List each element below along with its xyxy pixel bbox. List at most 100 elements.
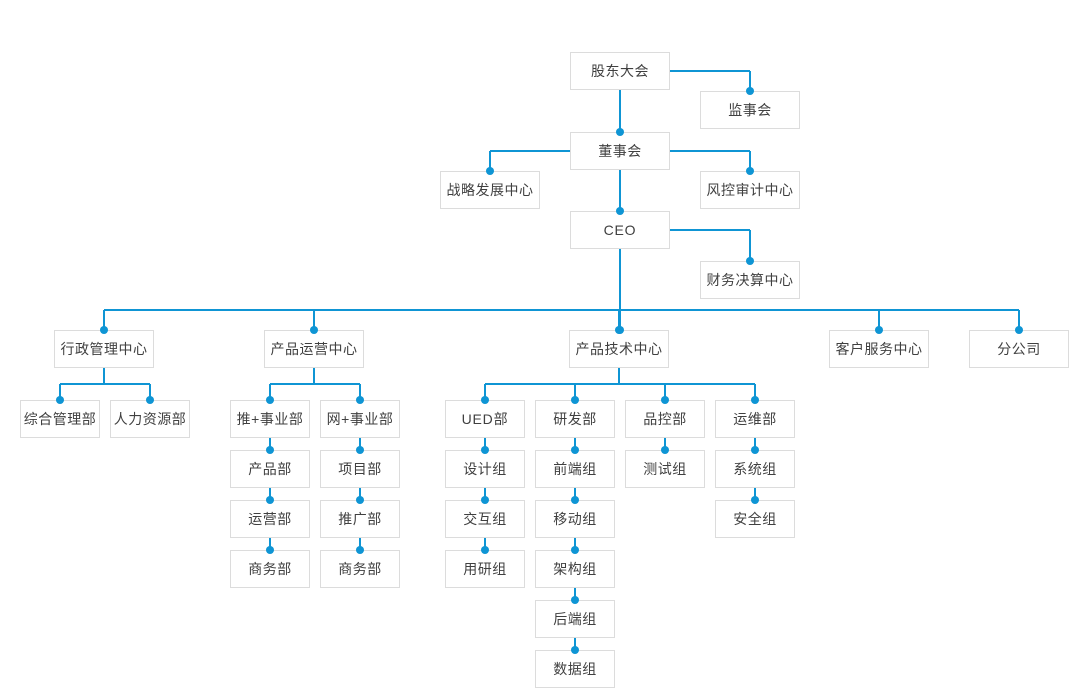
org-node-general[interactable]: 综合管理部 bbox=[20, 400, 100, 438]
org-node-project_dept[interactable]: 项目部 bbox=[320, 450, 400, 488]
org-node-label: 数据组 bbox=[553, 661, 597, 677]
ceo-to-finance-dot bbox=[746, 257, 754, 265]
org-node-board[interactable]: 董事会 bbox=[570, 132, 670, 170]
design-to-interact-dot bbox=[481, 496, 489, 504]
arch-to-backend-dot bbox=[571, 596, 579, 604]
org-node-label: 人力资源部 bbox=[113, 411, 187, 427]
ceo-division-bus-drop-2-dot bbox=[615, 326, 623, 334]
org-node-label: 产品部 bbox=[248, 461, 292, 477]
org-node-ceo[interactable]: CEO bbox=[570, 211, 670, 249]
org-node-label: 综合管理部 bbox=[23, 411, 97, 427]
org-node-frontend_grp[interactable]: 前端组 bbox=[535, 450, 615, 488]
prodtech-bus-drop-2-dot bbox=[661, 396, 669, 404]
backend-to-data-dot bbox=[571, 646, 579, 654]
org-node-backend_grp[interactable]: 后端组 bbox=[535, 600, 615, 638]
prodtech-bus-drop-0-dot bbox=[481, 396, 489, 404]
tuiplus-to-product-dot bbox=[266, 446, 274, 454]
org-node-label: CEO bbox=[603, 222, 637, 238]
org-node-label: 董事会 bbox=[598, 143, 642, 159]
org-node-label: 研发部 bbox=[553, 411, 597, 427]
board-to-ceo-dot bbox=[616, 207, 624, 215]
org-node-business_a[interactable]: 商务部 bbox=[230, 550, 310, 588]
ops-to-system-dot bbox=[751, 446, 759, 454]
org-node-label: 测试组 bbox=[643, 461, 687, 477]
org-node-qc[interactable]: 品控部 bbox=[625, 400, 705, 438]
prodtech-bus-drop-3-dot bbox=[751, 396, 759, 404]
shareholders-to-supervisors-dot bbox=[746, 87, 754, 95]
org-node-rnd[interactable]: 研发部 bbox=[535, 400, 615, 438]
org-node-admin[interactable]: 行政管理中心 bbox=[54, 330, 154, 368]
org-node-label: 监事会 bbox=[728, 102, 772, 118]
org-node-label: 架构组 bbox=[553, 561, 597, 577]
org-node-label: 行政管理中心 bbox=[60, 341, 148, 357]
org-node-tuiplus[interactable]: 推+事业部 bbox=[230, 400, 310, 438]
org-node-label: 项目部 bbox=[338, 461, 382, 477]
shareholders-to-board-dot bbox=[616, 128, 624, 136]
admin-bus-drop-0-dot bbox=[56, 396, 64, 404]
org-node-design_grp[interactable]: 设计组 bbox=[445, 450, 525, 488]
org-node-test_grp[interactable]: 测试组 bbox=[625, 450, 705, 488]
org-node-supervisors[interactable]: 监事会 bbox=[700, 91, 800, 129]
mobile-to-arch-dot bbox=[571, 546, 579, 554]
org-node-mobile_grp[interactable]: 移动组 bbox=[535, 500, 615, 538]
org-node-strategy[interactable]: 战略发展中心 bbox=[440, 171, 540, 209]
org-node-label: UED部 bbox=[461, 411, 509, 427]
org-node-label: 客户服务中心 bbox=[835, 341, 923, 357]
ceo-division-bus-drop-3-dot bbox=[875, 326, 883, 334]
org-node-riskaudit[interactable]: 风控审计中心 bbox=[700, 171, 800, 209]
org-node-label: 运维部 bbox=[733, 411, 777, 427]
org-node-label: 移动组 bbox=[553, 511, 597, 527]
ceo-division-bus-drop-0-dot bbox=[100, 326, 108, 334]
promo-to-business-dot bbox=[356, 546, 364, 554]
org-node-operation_dept[interactable]: 运营部 bbox=[230, 500, 310, 538]
org-node-label: 安全组 bbox=[733, 511, 777, 527]
org-node-prodtech[interactable]: 产品技术中心 bbox=[569, 330, 669, 368]
org-node-promo_dept[interactable]: 推广部 bbox=[320, 500, 400, 538]
prodops-bus-drop-1-dot bbox=[356, 396, 364, 404]
org-node-label: 交互组 bbox=[463, 511, 507, 527]
org-node-label: 推广部 bbox=[338, 511, 382, 527]
prodtech-bus-drop-1-dot bbox=[571, 396, 579, 404]
org-node-branch[interactable]: 分公司 bbox=[969, 330, 1069, 368]
org-node-custserv[interactable]: 客户服务中心 bbox=[829, 330, 929, 368]
project-to-promo-dot bbox=[356, 496, 364, 504]
org-node-label: 运营部 bbox=[248, 511, 292, 527]
org-node-label: 商务部 bbox=[338, 561, 382, 577]
org-node-hr[interactable]: 人力资源部 bbox=[110, 400, 190, 438]
org-node-interact_grp[interactable]: 交互组 bbox=[445, 500, 525, 538]
prodops-bus-drop-0-dot bbox=[266, 396, 274, 404]
org-node-label: 风控审计中心 bbox=[706, 182, 794, 198]
org-node-system_grp[interactable]: 系统组 bbox=[715, 450, 795, 488]
org-node-label: 分公司 bbox=[997, 341, 1041, 357]
org-node-wangplus[interactable]: 网+事业部 bbox=[320, 400, 400, 438]
operation-to-business-dot bbox=[266, 546, 274, 554]
board-to-strategy-dot bbox=[486, 167, 494, 175]
org-node-prodops[interactable]: 产品运营中心 bbox=[264, 330, 364, 368]
org-node-ued[interactable]: UED部 bbox=[445, 400, 525, 438]
system-to-security-dot bbox=[751, 496, 759, 504]
org-node-ops[interactable]: 运维部 bbox=[715, 400, 795, 438]
org-node-product_dept[interactable]: 产品部 bbox=[230, 450, 310, 488]
interact-to-research-dot bbox=[481, 546, 489, 554]
org-node-label: 设计组 bbox=[463, 461, 507, 477]
org-node-label: 网+事业部 bbox=[326, 411, 394, 427]
org-node-label: 股东大会 bbox=[591, 63, 649, 79]
org-node-label: 后端组 bbox=[553, 611, 597, 627]
org-node-finance[interactable]: 财务决算中心 bbox=[700, 261, 800, 299]
ceo-division-bus-drop-4-dot bbox=[1015, 326, 1023, 334]
org-node-label: 产品技术中心 bbox=[575, 341, 663, 357]
org-node-shareholders[interactable]: 股东大会 bbox=[570, 52, 670, 90]
org-node-label: 商务部 bbox=[248, 561, 292, 577]
org-node-research_grp[interactable]: 用研组 bbox=[445, 550, 525, 588]
qc-to-test-dot bbox=[661, 446, 669, 454]
org-node-data_grp[interactable]: 数据组 bbox=[535, 650, 615, 688]
org-node-arch_grp[interactable]: 架构组 bbox=[535, 550, 615, 588]
org-node-business_b[interactable]: 商务部 bbox=[320, 550, 400, 588]
org-node-label: 前端组 bbox=[553, 461, 597, 477]
org-node-label: 品控部 bbox=[643, 411, 687, 427]
rnd-to-frontend-dot bbox=[571, 446, 579, 454]
board-to-riskaudit-dot bbox=[746, 167, 754, 175]
product-to-operation-dot bbox=[266, 496, 274, 504]
org-node-security_grp[interactable]: 安全组 bbox=[715, 500, 795, 538]
